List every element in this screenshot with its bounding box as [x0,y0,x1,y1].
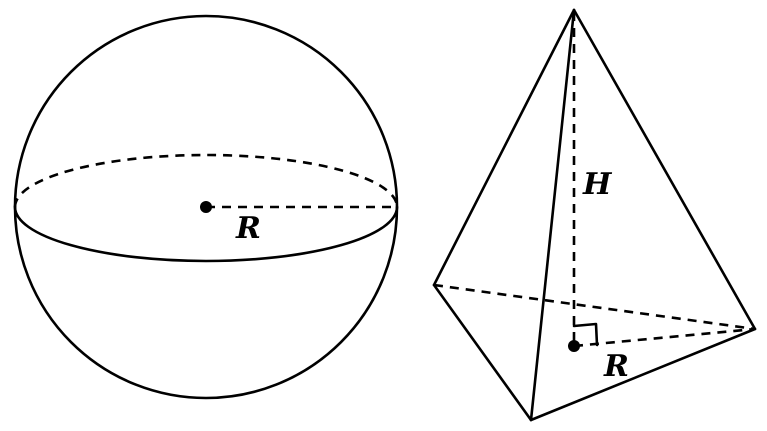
pyramid-edge-left-front [432,283,533,422]
sphere-equator-back [13,153,399,208]
pyramid-radius-label: R [603,349,629,384]
pyramid-edge-front-right [529,327,757,422]
pyramid-radius-line [573,327,756,348]
sphere-center-point [200,201,212,213]
pyramid-height-label: H [582,167,613,202]
sphere-radius-label: R [235,211,261,246]
pyramid-right-angle-mark [572,322,599,347]
sphere-equator-front [13,205,399,263]
pyramid: H R [432,8,757,422]
pyramid-hidden-base-edge [433,283,756,331]
sphere: R [13,14,399,400]
pyramid-base-center-point [568,340,580,352]
pyramid-edge-apex-front [529,8,576,422]
pyramid-edge-apex-right [572,8,757,331]
pyramid-edge-apex-left [432,8,576,287]
